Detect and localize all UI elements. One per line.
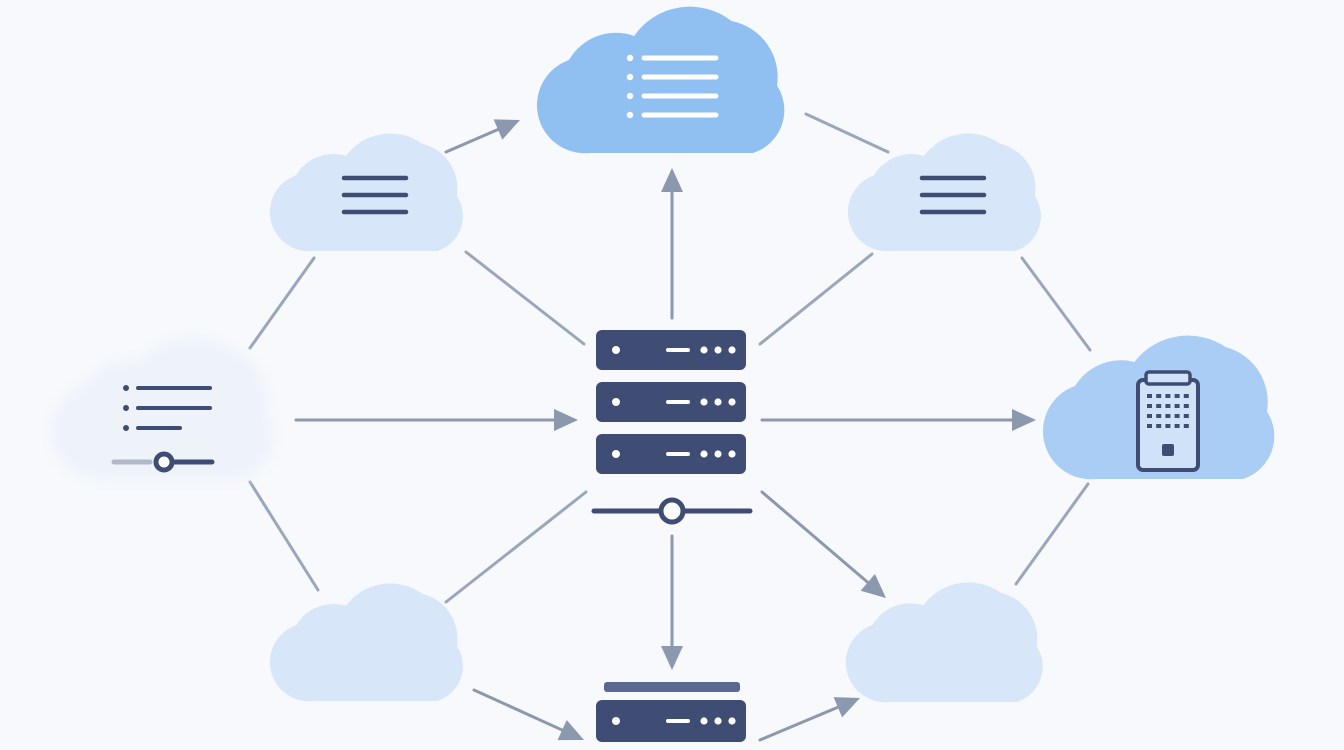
cloud-upper-right xyxy=(847,133,1041,252)
connector-line xyxy=(1014,482,1090,586)
arrowhead-icon xyxy=(557,720,584,741)
cloud-shape xyxy=(845,582,1043,703)
cloud-lower-left xyxy=(269,583,463,702)
connector-cloud-upper-left-to-central-server xyxy=(464,250,586,346)
connector-cloud-lower-left-to-bottom-server xyxy=(472,688,584,741)
connector-central-server-to-cloud-top xyxy=(661,168,683,320)
connector-line xyxy=(804,112,890,154)
connector-bottom-server-to-cloud-lower-right xyxy=(758,697,860,742)
connector-central-server-to-cloud-right xyxy=(760,409,1036,431)
building-icon xyxy=(1136,370,1200,472)
connector-line xyxy=(444,128,500,154)
connector-line xyxy=(248,256,316,350)
arrowhead-icon xyxy=(661,168,683,192)
cloud-shape xyxy=(536,6,785,154)
arrowhead-icon xyxy=(661,646,683,670)
menu-lines-icon xyxy=(919,175,987,215)
arrowhead-icon xyxy=(493,119,520,140)
cloud-right xyxy=(1042,335,1275,480)
list-slider-icon xyxy=(111,385,215,473)
cloud-lower-right xyxy=(845,582,1043,703)
server-unit-2 xyxy=(596,382,746,422)
connector-line xyxy=(472,688,564,732)
connector-cloud-upper-right-to-cloud-right xyxy=(1020,256,1092,352)
connector-cloud-right-to-cloud-lower-right xyxy=(1014,482,1090,586)
cloud-top xyxy=(536,6,785,154)
connector-central-server-to-cloud-lower-right xyxy=(760,490,886,598)
connector-cloud-upper-right-to-central-server xyxy=(758,252,874,346)
arrowhead-icon xyxy=(860,574,886,598)
network-link-icon xyxy=(591,497,753,525)
list-icon xyxy=(626,54,719,119)
connector-cloud-left-to-central-server xyxy=(294,409,578,431)
cloud-shape xyxy=(269,133,463,252)
bottom-server xyxy=(596,682,746,742)
connector-line xyxy=(464,250,586,346)
connector-cloud-upper-left-to-cloud-top xyxy=(444,119,520,154)
cloud-left xyxy=(50,336,275,480)
cloud-nodes xyxy=(50,6,1275,703)
connector-line xyxy=(248,480,320,592)
connector-line xyxy=(1020,256,1092,352)
server-unit-1 xyxy=(596,330,746,370)
connector-central-server-to-bottom-server xyxy=(661,534,683,670)
arrowhead-icon xyxy=(554,409,578,431)
connector-line xyxy=(758,252,874,346)
central-server xyxy=(591,330,753,525)
menu-lines-icon xyxy=(341,175,409,215)
arrowhead-icon xyxy=(833,697,860,718)
connector-cloud-left-to-cloud-lower-left xyxy=(248,480,320,592)
connector-lines xyxy=(248,112,1092,742)
connector-central-server-to-cloud-lower-left xyxy=(444,490,588,604)
cloud-shape xyxy=(847,133,1041,252)
server-top-plate xyxy=(604,682,740,692)
connector-line xyxy=(760,490,870,584)
server-unit-3 xyxy=(596,434,746,474)
cloud-upper-left xyxy=(269,133,463,252)
arrowhead-icon xyxy=(1012,409,1036,431)
cloud-shape xyxy=(269,583,463,702)
connector-cloud-upper-left-to-cloud-left xyxy=(248,256,316,350)
connector-cloud-top-to-cloud-upper-right xyxy=(804,112,890,154)
connector-line xyxy=(444,490,588,604)
server-icon xyxy=(596,700,746,742)
connector-line xyxy=(758,705,840,742)
